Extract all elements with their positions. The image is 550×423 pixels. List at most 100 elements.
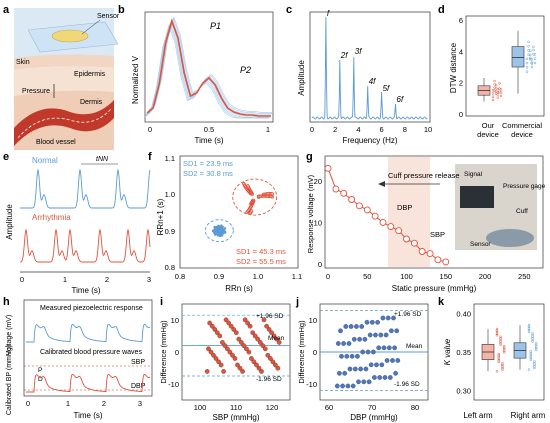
d-point <box>528 56 532 60</box>
ba-point <box>261 317 267 323</box>
b-xtick-0: 0 <box>148 125 152 134</box>
g-point <box>418 248 426 255</box>
g-xtick: 0 <box>326 272 330 281</box>
j-ytick-1: 0 <box>313 348 317 357</box>
d-ytick: 0 <box>459 110 463 119</box>
g-series <box>324 164 450 266</box>
k-point <box>502 346 506 349</box>
d-point <box>533 57 537 60</box>
d-point <box>491 88 495 92</box>
ba-point <box>275 365 281 371</box>
ba-point <box>266 327 272 332</box>
ba-point <box>252 333 258 339</box>
ba-point <box>337 370 342 376</box>
j-plot <box>320 310 428 391</box>
f-arr-point <box>263 192 267 196</box>
k-point <box>495 369 499 373</box>
ba-point <box>375 319 380 325</box>
k-point <box>529 353 533 357</box>
ba-point <box>269 330 274 336</box>
panel-e: e Amplitude Normal Arrhythmia tNN 0 1 2 … <box>3 151 151 295</box>
i-ytick-0: -10 <box>168 380 179 389</box>
f-ytick-3: 1.1 <box>165 154 175 163</box>
c-harmonic-label: 3f <box>355 47 362 56</box>
ba-point <box>361 379 367 385</box>
ba-point <box>265 352 271 358</box>
i-axes <box>181 303 291 401</box>
g-axes <box>324 155 544 269</box>
f-axes <box>179 155 299 269</box>
k-point <box>533 366 536 370</box>
g-point <box>403 235 410 243</box>
i-plot <box>182 314 290 377</box>
panel-j-letter: j <box>295 296 299 308</box>
ba-point <box>342 370 348 376</box>
ba-point <box>232 356 238 361</box>
k-yticks: 0.300.350.40 <box>456 310 471 396</box>
ba-point <box>384 358 390 363</box>
f-sd1-arr: SD1 = 45.3 ms <box>236 247 286 256</box>
panel-e-letter: e <box>3 151 9 163</box>
ba-point <box>204 369 210 374</box>
d-point <box>498 82 501 85</box>
f-normal-point <box>222 231 225 235</box>
ba-point <box>382 375 388 380</box>
k-axes <box>473 303 545 401</box>
h-measured: Measured piezoelectric response <box>40 305 143 312</box>
f-arr-point <box>249 209 254 213</box>
i-xlabel: SBP (mmHg) <box>213 413 260 422</box>
ba-point <box>225 346 230 352</box>
ba-point <box>209 323 215 329</box>
ba-point <box>208 349 214 355</box>
k-point <box>527 323 531 327</box>
d-point <box>532 52 535 56</box>
i-mean: Mean <box>268 335 285 342</box>
b-p1: P1 <box>210 21 221 31</box>
i-upper: +1.96 SD <box>256 313 284 320</box>
i-ytick-2: 10 <box>171 316 179 325</box>
d-ytick: 4 <box>459 47 463 56</box>
ba-point <box>359 324 365 329</box>
ba-point <box>255 336 261 342</box>
photo-gage: Pressure gage <box>503 183 546 190</box>
d-point <box>533 53 537 56</box>
j-xtick-0: 60 <box>325 403 333 412</box>
ba-point <box>351 336 357 342</box>
k-point <box>497 358 501 362</box>
c-xtick: 2 <box>333 125 337 134</box>
c-ylabel: Amplitude <box>297 60 306 96</box>
k-point <box>531 335 534 338</box>
panel-b-letter: b <box>118 4 125 16</box>
d-point <box>494 83 498 87</box>
label-sensor: Sensor <box>97 13 120 20</box>
d-point <box>491 95 495 98</box>
d-point <box>491 98 495 102</box>
ba-point <box>227 349 233 355</box>
g-point <box>348 196 356 203</box>
ba-point <box>367 332 373 338</box>
g-point <box>395 227 403 235</box>
f-normal-ellipse <box>204 219 234 243</box>
f-xtick-0: 0.8 <box>175 272 185 281</box>
ba-point <box>220 340 225 345</box>
d-point <box>528 49 532 52</box>
ba-point <box>390 358 395 363</box>
g-xtick: 200 <box>479 272 492 281</box>
g-point <box>355 202 363 210</box>
c-harmonic-label: 2f <box>340 51 348 60</box>
d-point <box>530 61 534 64</box>
ba-point <box>347 366 353 372</box>
ba-point <box>223 317 229 323</box>
f-arr-point <box>261 192 266 197</box>
k-point <box>501 366 504 370</box>
d-point <box>530 62 534 65</box>
j-xtick-1: 70 <box>368 403 376 412</box>
h-sbp: SBP <box>131 359 145 366</box>
h-xtick-2: 2 <box>102 399 106 408</box>
ba-point <box>257 340 263 345</box>
d-point <box>532 48 535 52</box>
b-spread-trace <box>148 16 274 113</box>
k-point <box>495 329 499 332</box>
